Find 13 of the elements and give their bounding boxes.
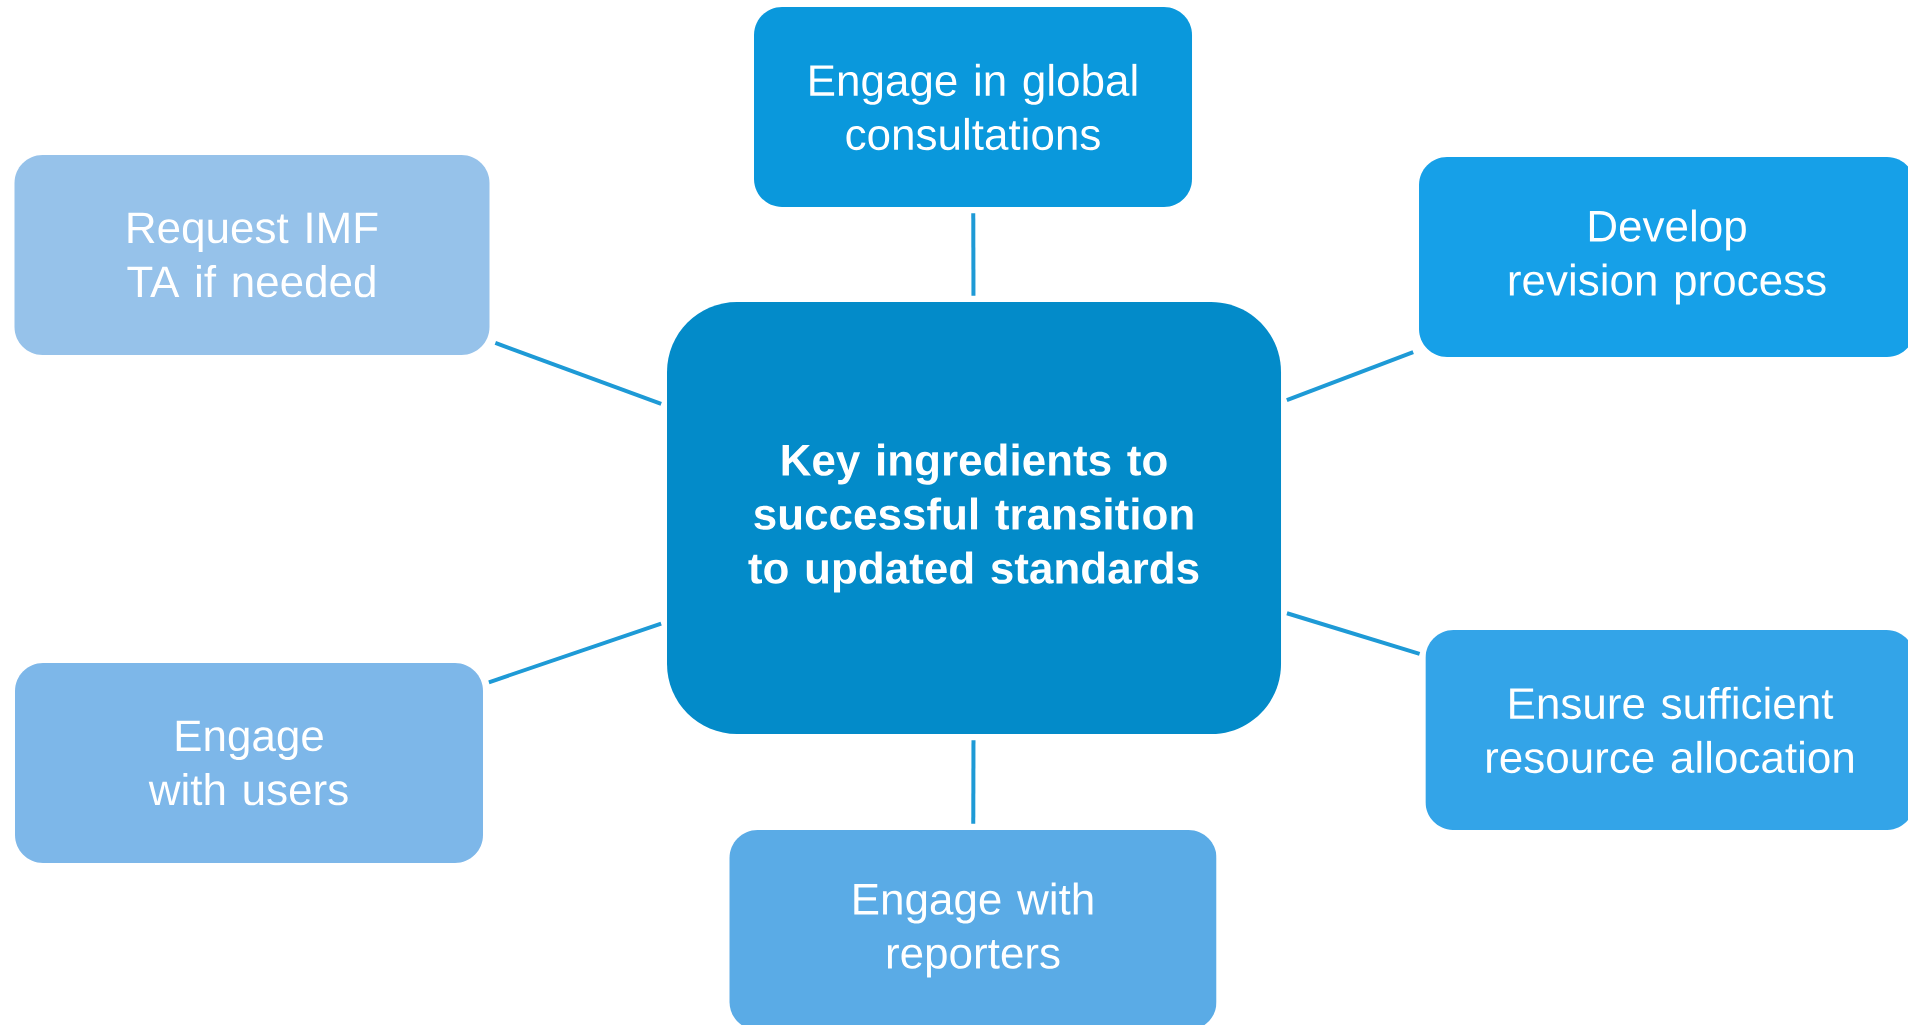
connector-line (1286, 350, 1414, 402)
central-box: Key ingredients to successful transition to updated standards (667, 302, 1281, 734)
connector-line (1286, 611, 1421, 656)
topic-box: Ensure sufficient resource allocation (1425, 630, 1908, 830)
connector-line (494, 341, 662, 406)
topic-box: Engage with reporters (729, 830, 1217, 1025)
topic-box: Request IMF TA if needed (14, 155, 490, 355)
topic-box: Engage in global consultations (754, 7, 1192, 207)
connector-line (488, 621, 662, 685)
topic-box: Engage with users (15, 663, 483, 863)
connector-line (971, 213, 976, 296)
connector-line (971, 740, 976, 824)
topic-box: Develop revision process (1419, 157, 1908, 357)
